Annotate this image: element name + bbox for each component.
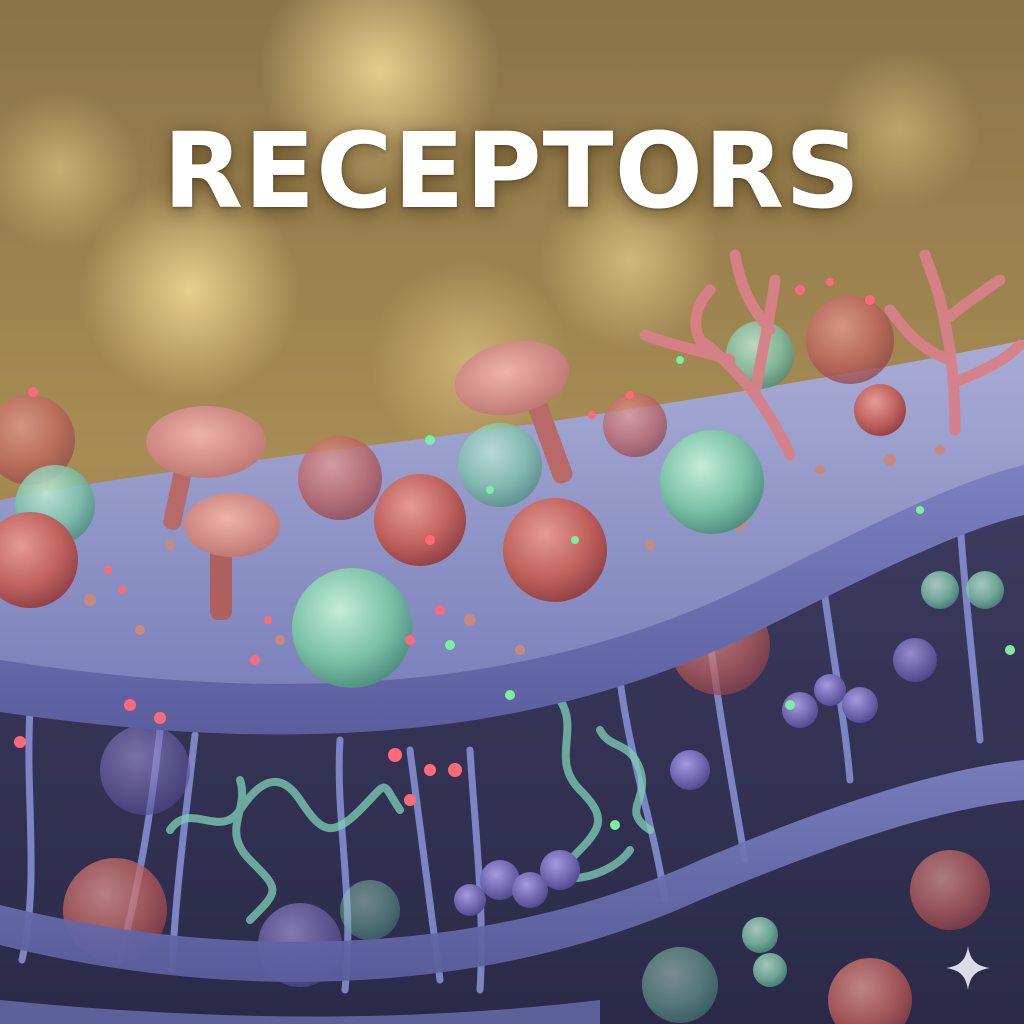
- sparkle-icon: [944, 944, 992, 992]
- title-heading: RECEPTORS: [162, 110, 862, 232]
